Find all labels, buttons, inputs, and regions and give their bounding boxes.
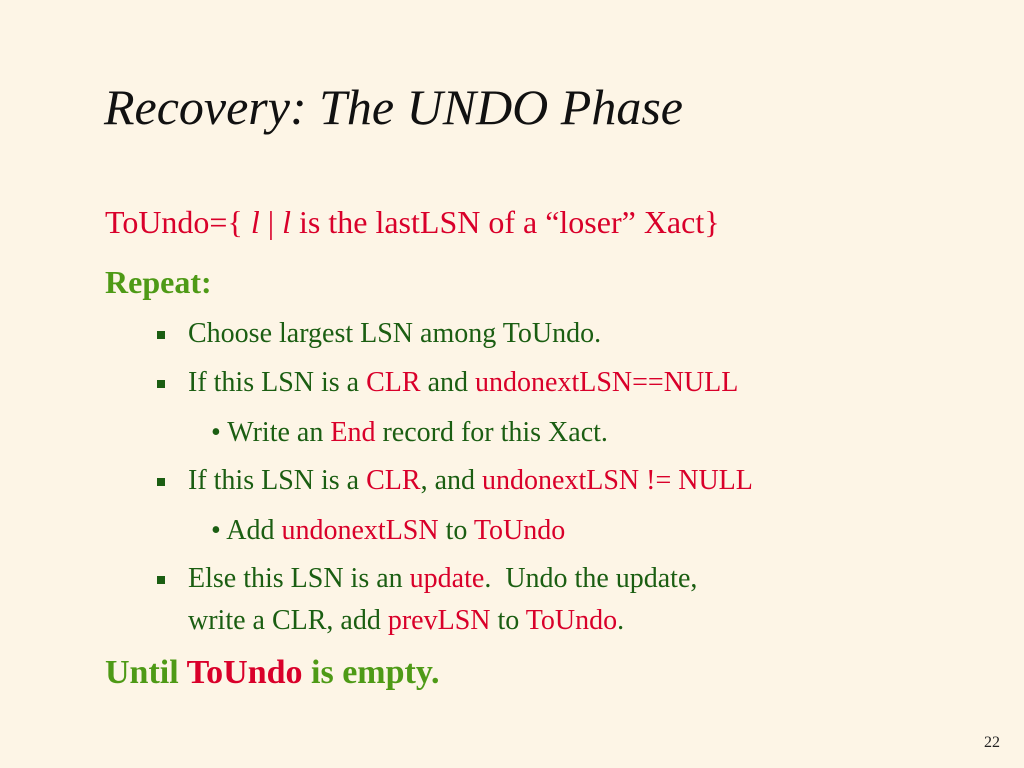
if1-text-3: and (420, 367, 476, 398)
if1-text-1: If this LSN is a (188, 367, 367, 398)
bullet-if-clr-not-null: If this LSN is a CLR, and undonextLSN !=… (188, 465, 753, 497)
bullet-if-clr-null: If this LSN is a CLR and undonextLSN==NU… (188, 367, 738, 399)
if2-text-3: , and (420, 465, 483, 496)
bullet-choose: Choose largest LSN among ToUndo. (188, 318, 602, 349)
if2-text-1: If this LSN is a (188, 465, 367, 496)
else-period: . (617, 605, 625, 636)
sub-bullet-write-end: • Write an End record for this Xact. (211, 417, 608, 449)
else-text-1: Else this LSN is an (188, 563, 410, 594)
sub1-end: End (330, 417, 376, 448)
toundo-var-2: l (282, 204, 292, 240)
square-bullet-icon (157, 576, 165, 584)
else-text-6: to (490, 605, 526, 636)
square-bullet-icon (157, 331, 165, 339)
else-update: update (409, 563, 485, 594)
sub1-text-3: record for this Xact. (375, 417, 608, 448)
slide-title: Recovery: The UNDO Phase (104, 79, 683, 135)
else-prevlsn: prevLSN (387, 605, 491, 636)
square-bullet-icon (157, 380, 165, 388)
sub-bullet-add-undonext: • Add undonextLSN to ToUndo (211, 515, 565, 547)
until-text-1: Until (105, 654, 187, 691)
toundo-definition: ToUndo={l|l is the lastLSN of a “loser” … (105, 204, 720, 241)
toundo-bar: | (267, 204, 275, 240)
square-bullet-icon (157, 478, 165, 486)
if1-undonext-null: undonextLSN==NULL (475, 367, 739, 398)
else-toundo: ToUndo (525, 605, 618, 636)
sub2-undonextlsn: undonextLSN (281, 515, 439, 546)
bullet-else-update-line-2: write a CLR, add prevLSN to ToUndo. (188, 605, 624, 637)
else-text-3: . Undo the update, (484, 563, 698, 594)
sub2-toundo: ToUndo (473, 515, 566, 546)
until-toundo: ToUndo (186, 654, 303, 691)
toundo-var-1: l (250, 204, 260, 240)
if2-undonext-not-null: undonextLSN != NULL (482, 465, 753, 496)
if2-clr: CLR (366, 465, 421, 496)
sub1-text-1: • Write an (211, 417, 331, 448)
repeat-label: Repeat: (105, 264, 212, 300)
else-text-4: write a CLR, add (188, 605, 388, 636)
sub2-text-1: • Add (211, 515, 282, 546)
if1-clr: CLR (366, 367, 421, 398)
toundo-prefix: ToUndo={ (105, 204, 243, 240)
until-text-3: is empty. (302, 654, 440, 691)
bullet-else-update: Else this LSN is an update. Undo the upd… (188, 563, 697, 595)
toundo-rest: is the lastLSN of a “loser” Xact} (299, 204, 720, 240)
sub2-text-3: to (438, 515, 474, 546)
until-line: Until ToUndo is empty. (105, 654, 439, 692)
page-number: 22 (984, 734, 1000, 751)
